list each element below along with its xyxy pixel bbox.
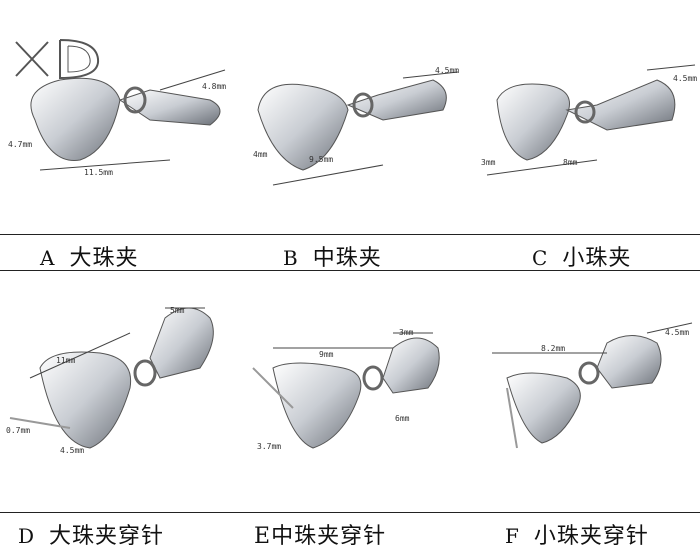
product-panel-b: 4.5mm 4mm 9.5mm xyxy=(233,0,467,230)
item-letter: F xyxy=(505,524,520,548)
caption-f: F 小珠夹穿针 xyxy=(505,518,649,550)
dim-length: 9mm xyxy=(319,350,334,359)
dim-height: 5mm xyxy=(170,306,185,315)
item-letter: C xyxy=(532,246,549,270)
item-name: 大珠夹穿针 xyxy=(49,524,165,549)
divider xyxy=(0,270,700,271)
product-panel-d: 5mm 11mm 0.7mm 4.5mm xyxy=(0,278,233,510)
dim-pin: 0.7mm xyxy=(6,426,31,435)
pinch-bail-illustration xyxy=(257,71,459,186)
pinch-bail-illustration xyxy=(486,64,696,176)
product-panel-a: 4.8mm 4.7mm 11.5mm xyxy=(0,0,233,230)
dim-height: 4.5mm xyxy=(665,328,690,337)
caption-c: C 小珠夹 xyxy=(532,240,631,272)
dim-width: 3mm xyxy=(481,158,496,167)
dim-length: 9.5mm xyxy=(309,155,334,164)
dim-length: 8.2mm xyxy=(541,344,566,353)
pinch-bail-pin-illustration xyxy=(492,322,693,449)
item-name: 中珠夹穿针 xyxy=(271,524,387,549)
item-letter: D xyxy=(18,524,36,548)
item-name: 小珠夹 xyxy=(562,246,632,271)
pinch-bail-pin-illustration xyxy=(252,332,440,449)
divider xyxy=(0,234,700,235)
item-letter: B xyxy=(283,246,299,270)
item-letter: A xyxy=(40,246,56,270)
dim-height: 4.5mm xyxy=(435,66,460,75)
xd-logo xyxy=(15,39,100,80)
dim-width: 4.7mm xyxy=(8,140,33,149)
pinch-bail-illustration xyxy=(30,69,226,171)
dim-width: 4mm xyxy=(253,150,268,159)
product-panel-e: 3mm 9mm 6mm 3.7mm xyxy=(233,278,467,510)
caption-b: B 中珠夹 xyxy=(283,240,382,272)
item-letter: E xyxy=(254,524,272,549)
product-panel-f: 8.2mm 4.5mm xyxy=(467,278,700,510)
dim-loop: 6mm xyxy=(395,414,410,423)
dim-height: 4.5mm xyxy=(673,74,698,83)
dim-length: 11.5mm xyxy=(84,168,113,177)
product-panel-c: 4.5mm 3mm 8mm xyxy=(467,0,700,230)
divider xyxy=(0,512,700,513)
caption-e: E中珠夹穿针 xyxy=(254,518,386,550)
dim-height: 4.8mm xyxy=(202,82,227,91)
dim-width: 4.5mm xyxy=(60,446,85,455)
item-name: 中珠夹 xyxy=(312,246,382,271)
caption-d: D 大珠夹穿针 xyxy=(18,518,164,550)
dim-length: 8mm xyxy=(563,158,578,167)
dim-width: 3.7mm xyxy=(257,442,282,451)
dim-height: 3mm xyxy=(399,328,414,337)
caption-a: A 大珠夹 xyxy=(40,240,138,272)
item-name: 小珠夹穿针 xyxy=(533,524,649,549)
pinch-bail-pin-illustration xyxy=(9,307,214,449)
item-name: 大珠夹 xyxy=(69,246,139,271)
dim-length: 11mm xyxy=(56,356,76,365)
